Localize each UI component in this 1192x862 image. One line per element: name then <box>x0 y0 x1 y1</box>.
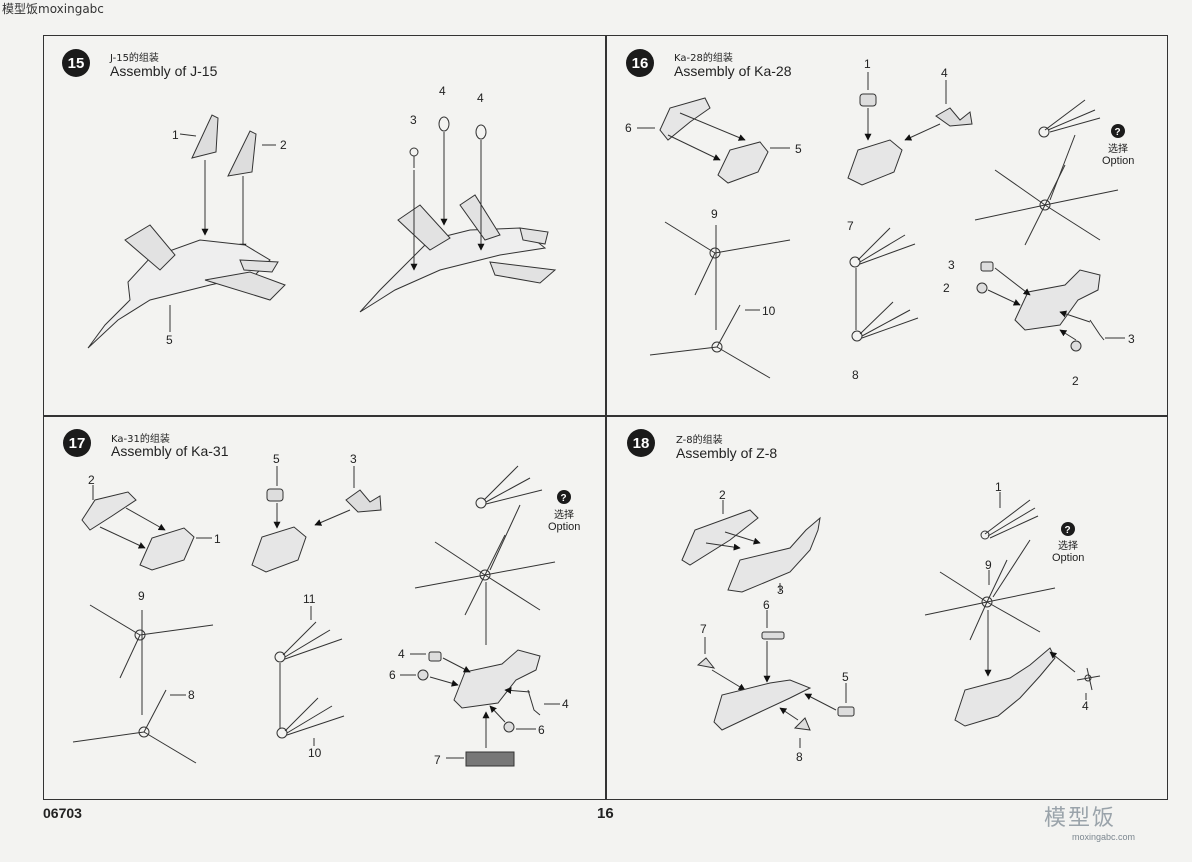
step-title-cn: Z-8的组装 <box>676 435 723 446</box>
horizontal-divider <box>43 415 1168 417</box>
page-number: 16 <box>597 805 614 822</box>
vertical-divider <box>605 35 607 800</box>
step-title-en: Assembly of Ka-28 <box>674 63 792 79</box>
step-number: 15 <box>62 49 90 77</box>
step-title-cn: Ka-28的组装 <box>674 53 733 64</box>
step-number: 17 <box>63 429 91 457</box>
step-title-en: Assembly of Ka-31 <box>111 443 229 459</box>
step-title-en: Assembly of J-15 <box>110 63 218 79</box>
top-watermark: 模型饭moxingabc <box>2 2 104 16</box>
step-title-cn: Ka-31的组装 <box>111 434 170 445</box>
kit-code: 06703 <box>43 805 82 821</box>
logo-url: moxingabc.com <box>1072 832 1136 842</box>
step-title-en: Assembly of Z-8 <box>676 445 778 461</box>
step-number: 16 <box>626 49 654 77</box>
step-number: 18 <box>627 429 655 457</box>
step-title-cn: J-15的组装 <box>110 53 159 64</box>
logo-text: 模型饭 <box>1044 806 1117 831</box>
site-logo: 模型饭 moxingabc.com <box>1044 800 1135 842</box>
